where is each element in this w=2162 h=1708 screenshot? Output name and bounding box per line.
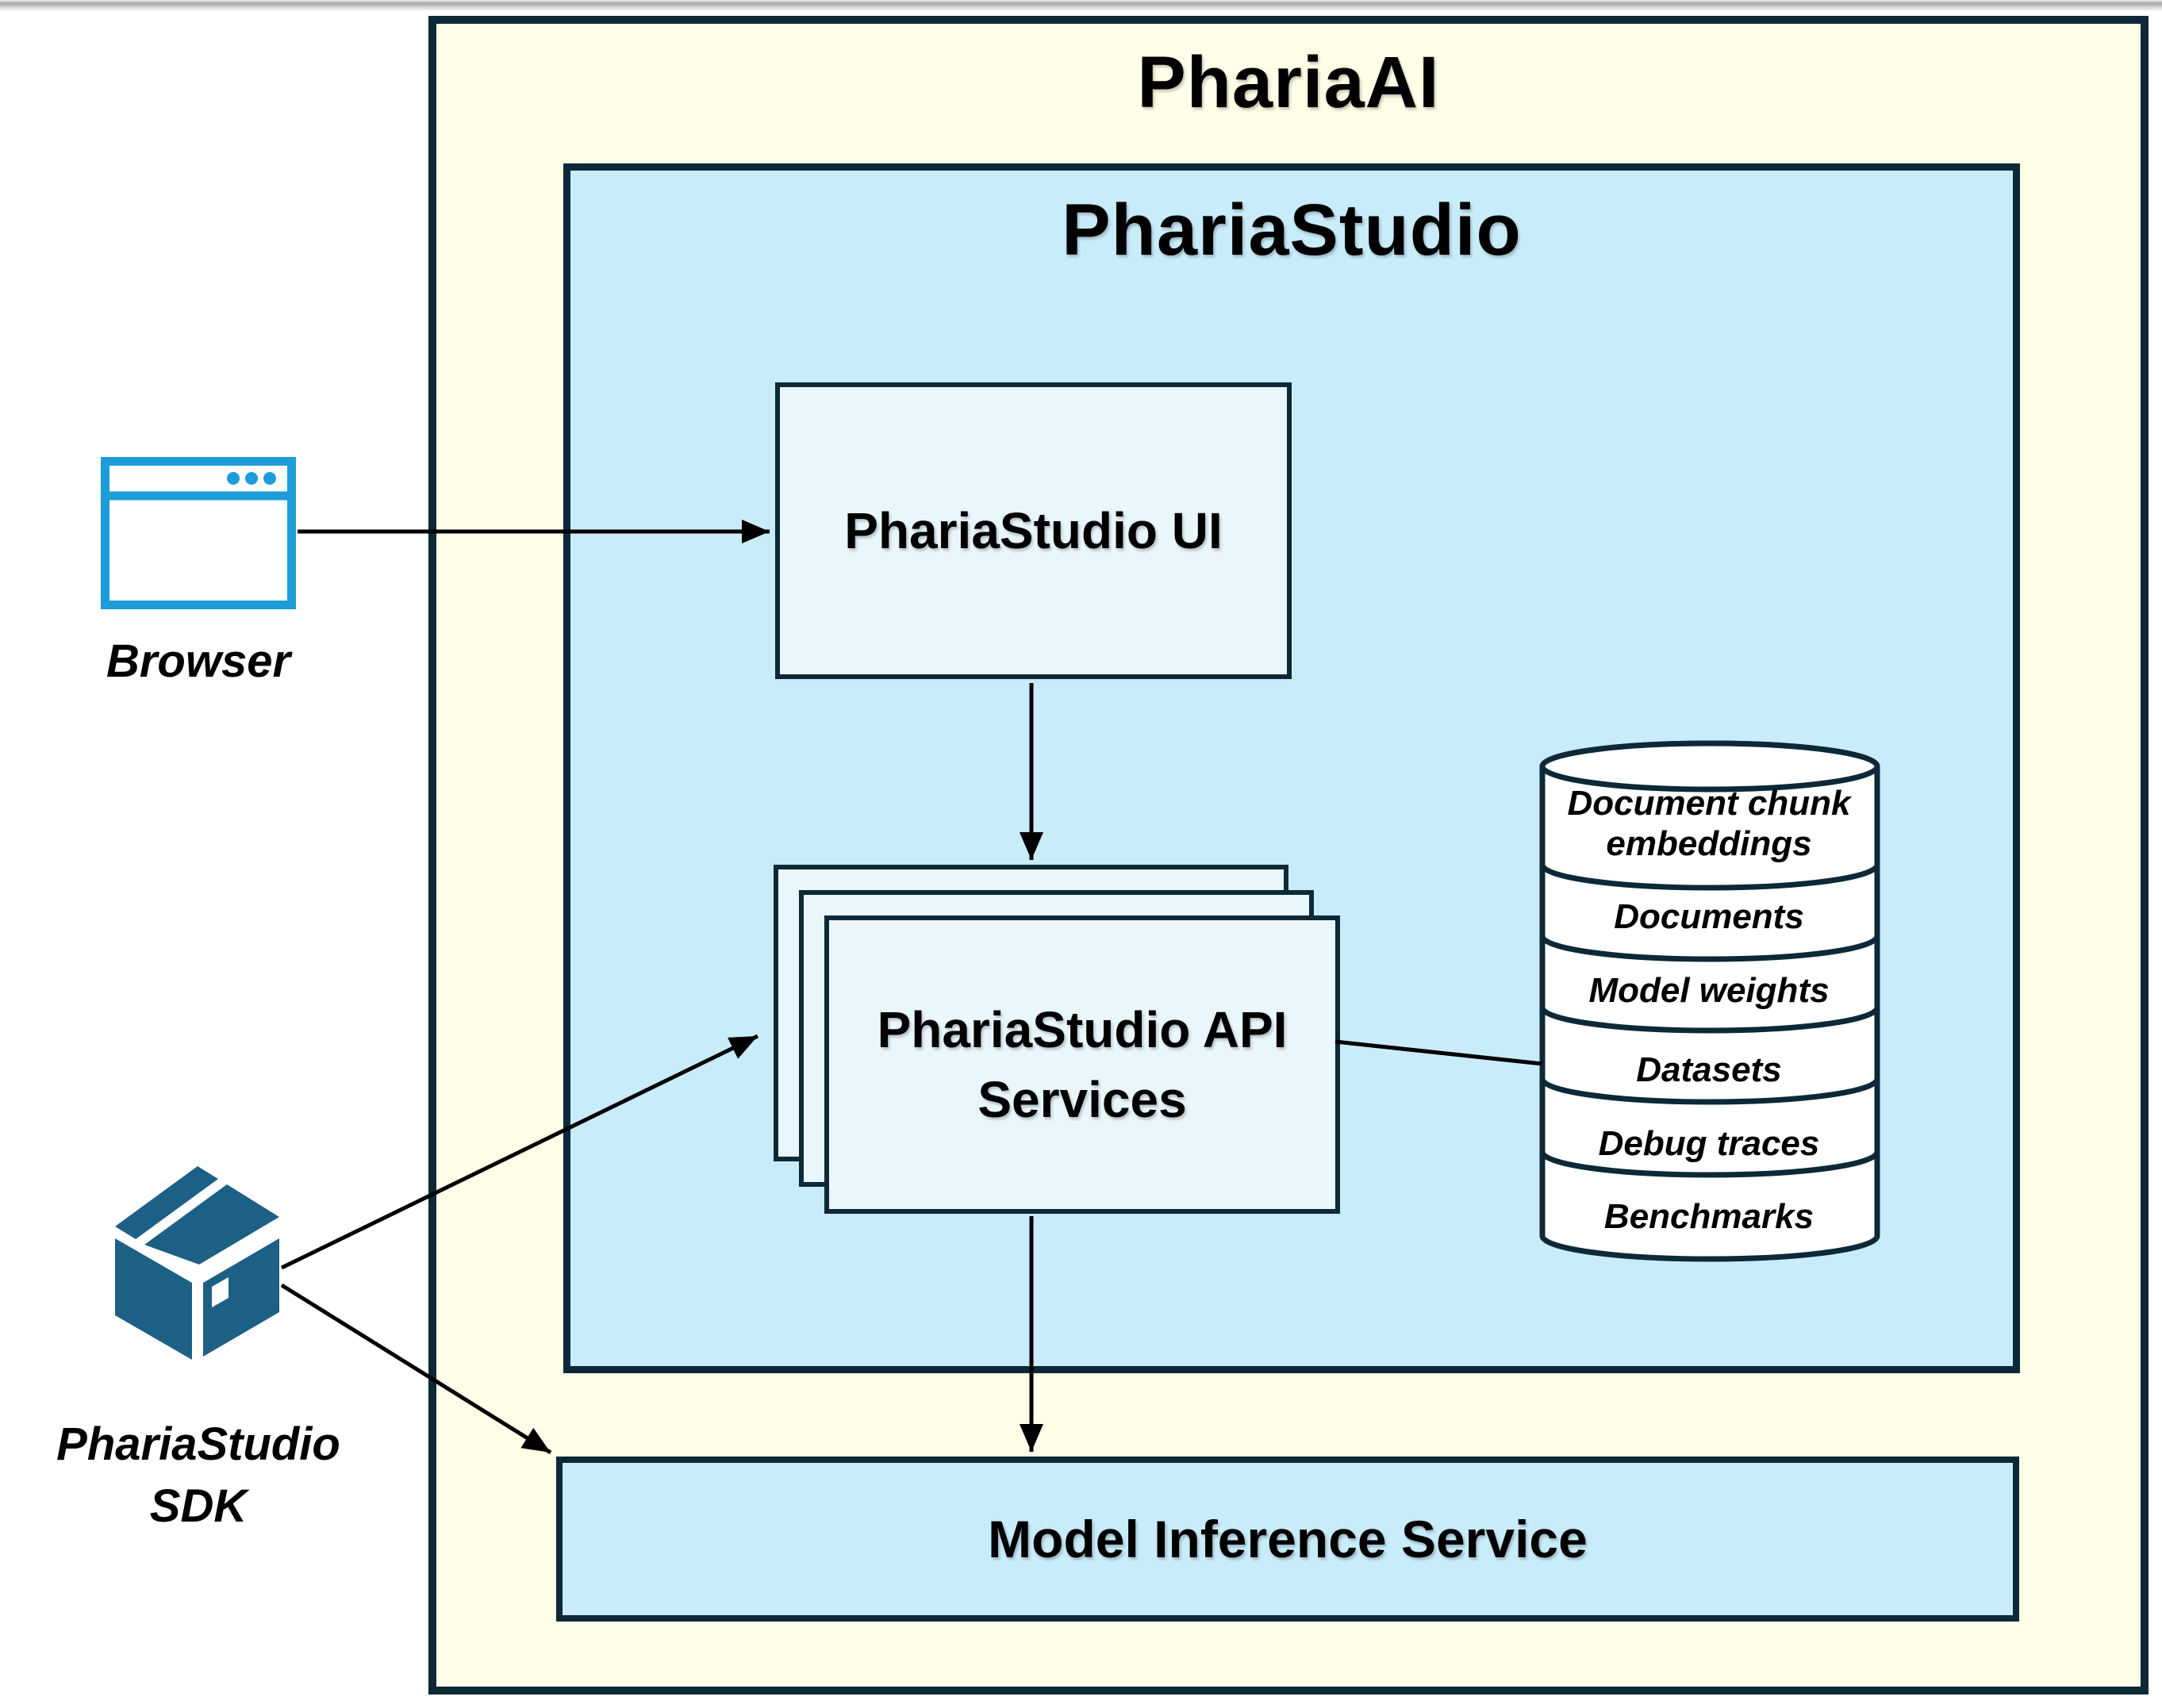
package-box-icon — [115, 1166, 279, 1360]
window-top-edge — [0, 0, 2162, 12]
phariastudio-ui-box: PhariaStudio UI — [775, 382, 1292, 679]
browser-label: Browser — [106, 635, 291, 687]
phariastudio-api-services-box: PhariaStudio API Services — [824, 915, 1340, 1214]
phariaai-title: PhariaAI — [1137, 42, 1440, 123]
phariastudio-ui-label: PhariaStudio UI — [844, 502, 1223, 559]
browser-window-icon — [101, 457, 296, 609]
sdk-label-line2: SDK — [149, 1480, 248, 1533]
phariastudio-sdk-label: PhariaStudio SDK — [24, 1414, 373, 1538]
sdk-label-line1: PhariaStudio — [56, 1418, 340, 1470]
database-cylinder-icon — [1539, 740, 1880, 1262]
phariastudio-api-services-label: PhariaStudio API Services — [877, 1000, 1288, 1128]
model-inference-service-label: Model Inference Service — [988, 1510, 1588, 1568]
model-inference-service-box: Model Inference Service — [556, 1457, 2019, 1622]
phariastudio-title: PhariaStudio — [1062, 190, 1522, 271]
